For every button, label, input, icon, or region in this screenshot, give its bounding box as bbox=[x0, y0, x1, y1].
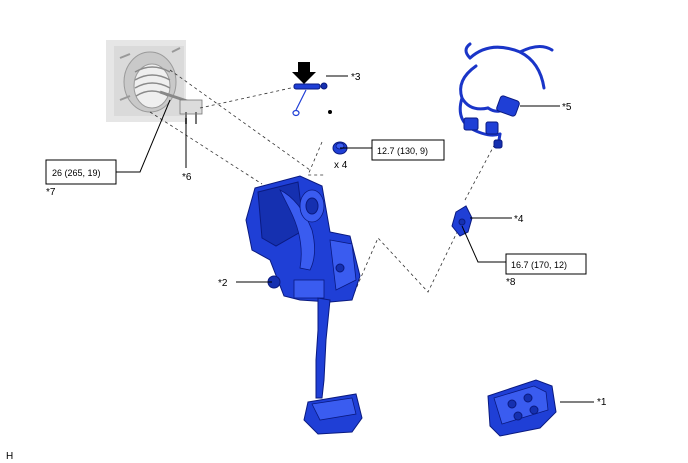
harness-clip bbox=[451, 205, 473, 237]
callout-7: *7 bbox=[46, 187, 56, 198]
wire-harness bbox=[458, 42, 554, 149]
torque-box-clip: 16.7 (170, 12) bbox=[505, 253, 587, 275]
torque-value-bracket: 12.7 (130, 9) bbox=[377, 146, 428, 156]
bullet-dot bbox=[328, 110, 332, 114]
brake-pedal-pad bbox=[487, 379, 557, 437]
corner-mark: H bbox=[6, 451, 13, 462]
leader-lines bbox=[116, 75, 594, 403]
callout-4: *4 bbox=[514, 214, 524, 225]
assembly-guide-lines bbox=[149, 69, 498, 299]
brake-booster-area bbox=[106, 40, 203, 124]
callout-3: *3 bbox=[351, 72, 361, 83]
torque-box-bracket-nut: 12.7 (130, 9) bbox=[371, 139, 445, 161]
callout-6: *6 bbox=[182, 172, 192, 183]
torque-value-booster: 26 (265, 19) bbox=[52, 168, 101, 178]
callout-nut-count: x 4 bbox=[334, 160, 348, 171]
callout-5: *5 bbox=[562, 102, 572, 113]
callout-8: *8 bbox=[506, 277, 516, 288]
torque-value-clip: 16.7 (170, 12) bbox=[511, 260, 567, 270]
callout-2: *2 bbox=[218, 278, 228, 289]
torque-box-booster-nut: 26 (265, 19) bbox=[45, 159, 117, 185]
brake-pedal-assembly bbox=[245, 175, 363, 435]
stop-light-switch bbox=[292, 62, 328, 117]
callout-1: *1 bbox=[597, 397, 607, 408]
